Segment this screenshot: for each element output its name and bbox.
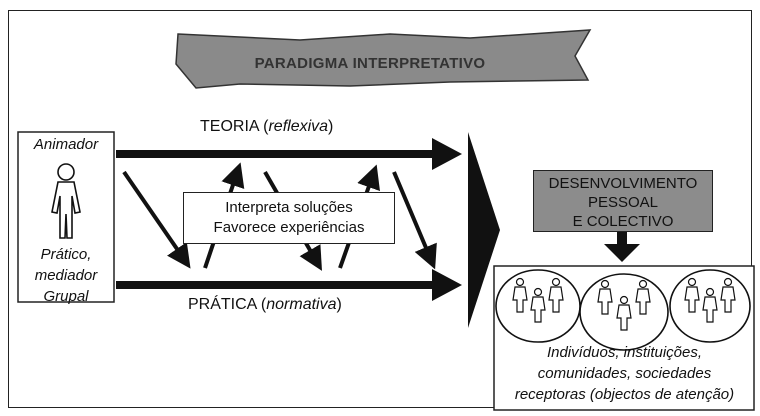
interpret-line: Favorece experiências <box>213 219 365 236</box>
interpret-line: Interpreta soluções <box>225 199 353 216</box>
interpret-box: Interpreta soluções Favorece experiência… <box>183 192 395 244</box>
recipients-box <box>493 265 755 411</box>
teoria-label: TEORIA (reflexiva) <box>200 118 334 135</box>
group-circle <box>669 269 751 343</box>
person-icon <box>530 287 546 323</box>
recipients-line: Indivíduos, instituições, <box>546 344 703 361</box>
outcome-line: PESSOAL <box>587 194 659 211</box>
person-icon <box>51 163 81 239</box>
pratica-main: PRÁTICA <box>188 296 257 313</box>
actor-top-label: Animador <box>33 136 99 153</box>
teoria-arrowhead <box>432 138 462 170</box>
recipients-text: Indivíduos, instituições, comunidades, s… <box>497 342 752 405</box>
teoria-main: TEORIA <box>200 118 259 135</box>
diagram-frame <box>8 10 752 408</box>
pratica-label: PRÁTICA (normativa) <box>188 296 342 313</box>
actor-line: mediador <box>34 267 98 284</box>
teoria-qualifier: reflexiva <box>268 118 329 135</box>
down-arrow <box>604 232 640 262</box>
person-icon <box>597 279 613 315</box>
person-icon <box>635 279 651 315</box>
person-icon <box>616 295 632 331</box>
recipients-line: receptoras (objectos de atenção) <box>514 386 735 403</box>
flow-triangle <box>468 132 500 328</box>
outcome-line: E COLECTIVO <box>572 213 674 230</box>
banner-title: PARADIGMA INTERPRETATIVO <box>254 55 486 72</box>
diagonal-arrow <box>122 170 191 269</box>
people-icons <box>512 277 736 331</box>
person-icon <box>702 287 718 323</box>
person-icon <box>512 277 528 313</box>
diagonal-arrow <box>392 171 437 270</box>
pratica-arrowhead <box>432 269 462 301</box>
group-circles <box>495 269 751 351</box>
person-icon <box>684 277 700 313</box>
recipients-line: comunidades, sociedades <box>537 365 712 382</box>
person-icon <box>720 277 736 313</box>
outcome-box: DESENVOLVIMENTO PESSOAL E COLECTIVO <box>533 170 713 232</box>
outcome-line: DESENVOLVIMENTO <box>548 175 698 192</box>
actor-line: Grupal <box>43 288 89 305</box>
group-circle <box>579 273 669 351</box>
actor-line: Prático, <box>40 246 92 263</box>
person-icon <box>548 277 564 313</box>
banner-shape <box>175 29 592 89</box>
pratica-qualifier: normativa <box>266 296 337 313</box>
actor-description: Prático, mediador Grupal <box>20 244 112 307</box>
